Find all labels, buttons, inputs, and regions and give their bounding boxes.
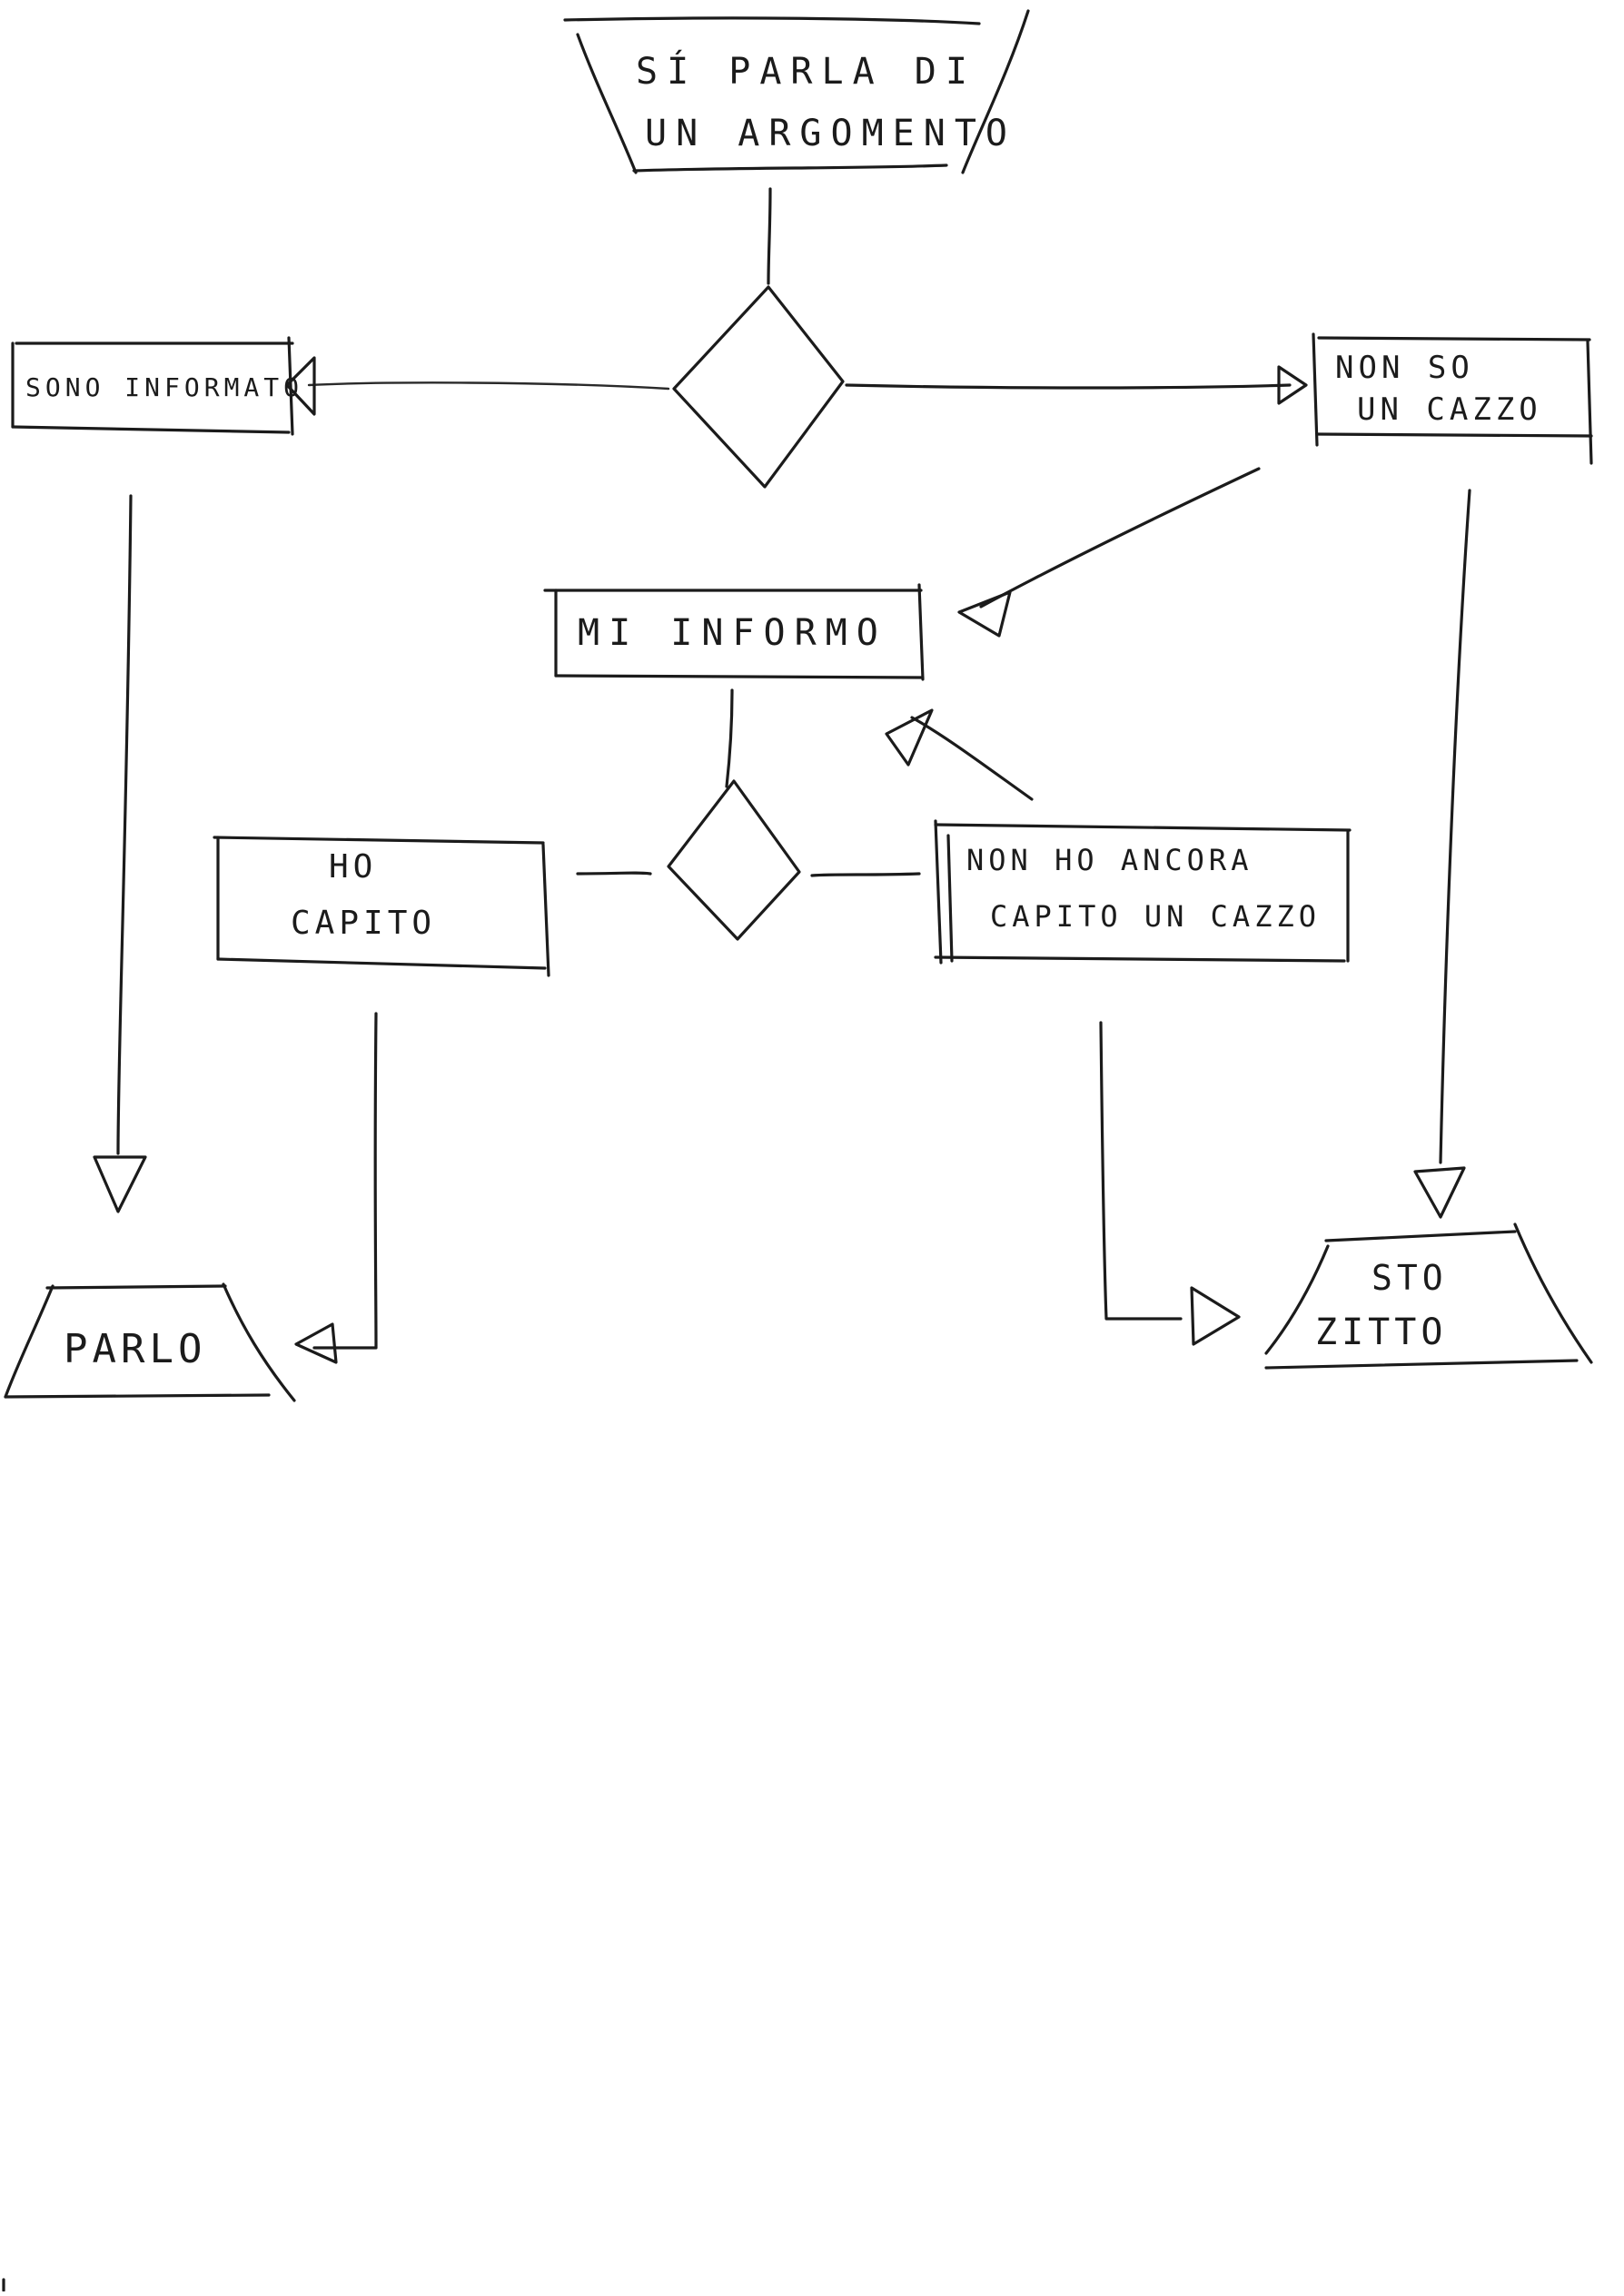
edge-not-understood-silent <box>1099 1021 1183 1321</box>
arrowhead-silent-a <box>1413 1166 1466 1219</box>
understood-line-1: HO <box>329 848 377 886</box>
node-inform: MI INFORMO <box>543 583 925 681</box>
arrowhead-talk-b <box>294 1322 338 1364</box>
arrowhead-inform-a <box>957 590 1012 638</box>
arrowhead-not-know <box>1277 365 1308 405</box>
silent-line-2: ZITTO <box>1315 1311 1447 1353</box>
edge-start-decision1 <box>767 187 772 285</box>
edge-not-know-inform <box>979 467 1261 609</box>
start-line-1: SÍ PARLA DI <box>636 49 976 93</box>
node-start: SÍ PARLA DI UN ARGOMENTO <box>563 9 1030 174</box>
node-talk: PARLO <box>4 1282 296 1402</box>
edge-decision1-not-know <box>845 383 1292 390</box>
node-silent: STO ZITTO <box>1264 1222 1593 1370</box>
node-understood: HO CAPITO <box>213 836 550 977</box>
edge-understood-talk <box>312 1012 378 1350</box>
informed-label: SONO INFORMATO <box>25 372 303 402</box>
node-not-know: NON SO UN CAZZO <box>1312 332 1593 465</box>
talk-label: PARLO <box>64 1326 206 1372</box>
node-not-understood: NON HO ANCORA CAPITO UN CAZZO <box>934 819 1352 965</box>
not-know-line-1: NON SO <box>1335 350 1474 386</box>
start-line-2: UN ARGOMENTO <box>645 113 1016 154</box>
arrowhead-inform-b <box>885 708 934 767</box>
edge-not-understood-decision2 <box>810 872 921 877</box>
not-understood-line-1: NON HO ANCORA <box>966 843 1253 877</box>
not-know-line-2: UN CAZZO <box>1357 391 1542 428</box>
edge-not-understood-inform <box>910 716 1034 801</box>
node-informed: SONO INFORMATO <box>11 336 303 436</box>
decision-2 <box>667 779 801 941</box>
arrowhead-talk-a <box>93 1155 147 1213</box>
edge-inform-decision2 <box>725 688 734 788</box>
understood-line-2: CAPITO <box>291 905 436 942</box>
not-understood-line-2: CAPITO UN CAZZO <box>990 899 1321 934</box>
edge-informed-talk <box>116 494 133 1155</box>
edge-decision1-informed <box>307 381 670 391</box>
inform-label: MI INFORMO <box>578 612 887 654</box>
arrowhead-silent-b <box>1190 1286 1241 1346</box>
edge-not-know-silent <box>1439 489 1471 1164</box>
arrowhead-informed <box>285 356 316 416</box>
edge-decision2-understood <box>576 871 652 876</box>
decision-1 <box>672 285 845 489</box>
silent-line-1: STO <box>1371 1258 1448 1298</box>
